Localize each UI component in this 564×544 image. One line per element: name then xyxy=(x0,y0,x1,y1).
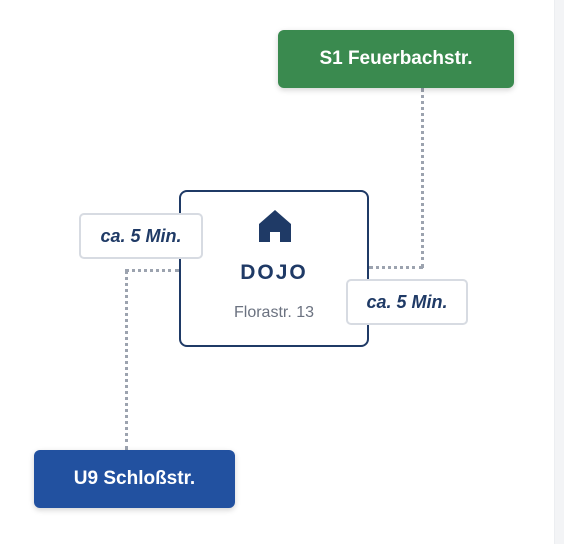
station-s1-badge: S1 Feuerbachstr. xyxy=(278,30,514,88)
station-u9-badge: U9 Schloßstr. xyxy=(34,450,235,508)
connector-u9-horizontal xyxy=(125,269,179,272)
walk-time-s1-text: ca. 5 Min. xyxy=(366,291,448,312)
dojo-card: DOJO Florastr. 13 xyxy=(179,190,369,347)
dojo-address: Florastr. 13 xyxy=(233,304,315,321)
walk-time-u9-label: ca. 5 Min. xyxy=(79,213,203,259)
connector-u9-vertical xyxy=(125,270,128,450)
walk-time-s1-label: ca. 5 Min. xyxy=(346,279,468,325)
walk-time-u9-text: ca. 5 Min. xyxy=(100,225,182,246)
dojo-title: DOJO xyxy=(240,261,308,284)
station-s1-label: S1 Feuerbachstr. xyxy=(319,48,473,69)
station-u9-label: U9 Schloßstr. xyxy=(73,468,196,489)
home-icon xyxy=(259,210,291,242)
connector-s1-vertical xyxy=(421,88,424,268)
panel-edge xyxy=(554,0,564,544)
connector-s1-horizontal xyxy=(369,266,423,269)
